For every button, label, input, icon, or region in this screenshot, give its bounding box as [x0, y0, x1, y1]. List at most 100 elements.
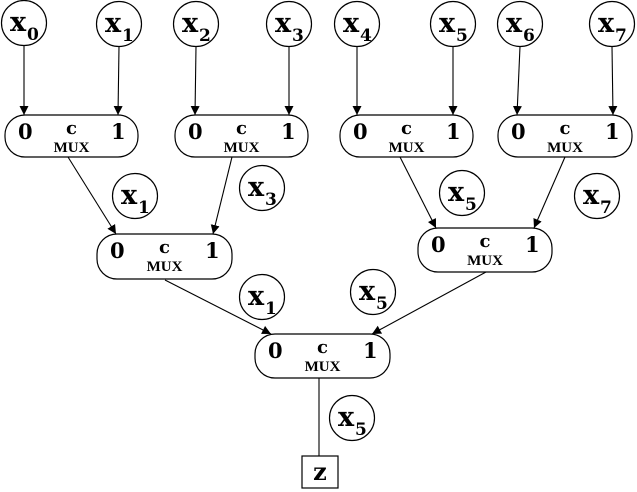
edge-mux3-to-mux6	[399, 156, 437, 229]
input-node-x4-circle	[333, 0, 381, 48]
input-node-x1-circle	[95, 0, 143, 48]
mux-level1-3-label: MUX	[389, 140, 425, 156]
input-node-x5-circle	[429, 0, 477, 48]
mux-level2-1-box	[96, 233, 233, 280]
mux-level2-2-port-0: 0	[431, 232, 446, 257]
mux-level2-1-port-1: 1	[205, 238, 220, 263]
mux-level2-1-port-0: 0	[110, 238, 125, 263]
input-node-x0-var: x	[10, 7, 27, 38]
mux-level1-1-label: MUX	[54, 140, 90, 156]
select-label-level1-3-var: x	[448, 177, 465, 208]
select-label-level1-4-var: x	[583, 180, 600, 211]
input-node-x2-subscript: 2	[199, 26, 211, 46]
input-node-x6-var: x	[506, 8, 523, 39]
mux-level1-1-port-0: 0	[18, 119, 33, 144]
edge-mux1-to-mux5	[67, 156, 117, 235]
mux-level1-4-port-1: 1	[605, 119, 620, 144]
input-node-x1-subscript: 1	[122, 26, 134, 46]
output-node: z	[301, 455, 339, 489]
select-label-level1-3-subscript: 5	[465, 195, 477, 215]
mux-level3-label: MUX	[305, 359, 341, 375]
input-node-x3-subscript: 3	[292, 26, 304, 46]
edge-mux2-to-mux5	[210, 156, 233, 235]
select-label-level1-2-subscript: 3	[265, 190, 277, 210]
select-label-level1-3-circle	[438, 169, 486, 217]
output-label: z	[313, 457, 327, 486]
select-label-level3-subscript: 5	[355, 420, 367, 440]
mux-level1-4-label: MUX	[547, 140, 583, 156]
input-node-x0-subscript: 0	[27, 25, 39, 45]
mux-level1-2-label: MUX	[224, 140, 260, 156]
mux-level1-1-port-1: 1	[111, 119, 126, 144]
edges	[19, 45, 618, 456]
select-label-level2-1-subscript: 1	[265, 299, 277, 319]
mux-level2-2-label: MUX	[467, 253, 503, 269]
mux-level3-box	[254, 333, 391, 379]
mux-level1-3-select-c: c	[401, 118, 412, 139]
select-label-level3-circle	[328, 394, 376, 442]
input-node-x3-circle	[265, 0, 313, 48]
mux-level2-2-port-1: 1	[525, 232, 540, 257]
select-label-level2-1-circle	[238, 273, 286, 321]
select-label-level1-1-circle	[111, 172, 159, 220]
input-node-x7-circle	[588, 0, 636, 48]
input-node-x6-subscript: 6	[523, 26, 535, 46]
mux-level1-3-port-1: 1	[446, 119, 461, 144]
select-label-level1-4-subscript: 7	[600, 198, 612, 218]
select-label-level2-2-var: x	[359, 276, 376, 307]
input-node-x2-var: x	[182, 8, 199, 39]
input-node-x7-var: x	[598, 8, 615, 39]
mux-level1-3-port-0: 0	[353, 119, 368, 144]
input-node-x5-var: x	[439, 8, 456, 39]
mux-level3-port-1: 1	[363, 338, 378, 363]
input-node-x4-var: x	[343, 8, 360, 39]
mux-level3-port-0: 0	[268, 338, 283, 363]
mux-level1-2-port-0: 0	[188, 119, 203, 144]
mux-level2-2-select-c: c	[480, 231, 491, 252]
mux-level1-4-select-c: c	[560, 118, 571, 139]
input-node-x2-circle	[172, 0, 220, 48]
mux-level1-2-box	[174, 114, 309, 158]
select-label-level1-2-var: x	[248, 172, 265, 203]
mux-level1-2-select-c: c	[236, 118, 247, 139]
select-label-level1-1-subscript: 1	[138, 198, 150, 218]
mux-level3-select-c: c	[317, 337, 328, 358]
select-label-level2-2-circle	[349, 268, 397, 316]
mux-level1-3-box	[339, 114, 474, 158]
edge-input-1	[113, 46, 123, 116]
input-node-x7-subscript: 7	[615, 26, 627, 46]
input-node-x3-var: x	[275, 8, 292, 39]
input-node-x0-circle	[0, 0, 48, 47]
edge-input-2	[190, 46, 200, 116]
select-label-level1-1-var: x	[121, 180, 138, 211]
mux-level1-4-box	[497, 114, 633, 158]
edge-input-6	[512, 46, 522, 116]
mux-level1-1-box	[4, 114, 139, 158]
input-node-x6-circle	[496, 0, 544, 48]
mux-level1-2-port-1: 1	[281, 119, 296, 144]
mux-level2-2-box	[417, 227, 553, 273]
input-node-x1-var: x	[105, 8, 122, 39]
mux-level2-1-select-c: c	[159, 237, 170, 258]
